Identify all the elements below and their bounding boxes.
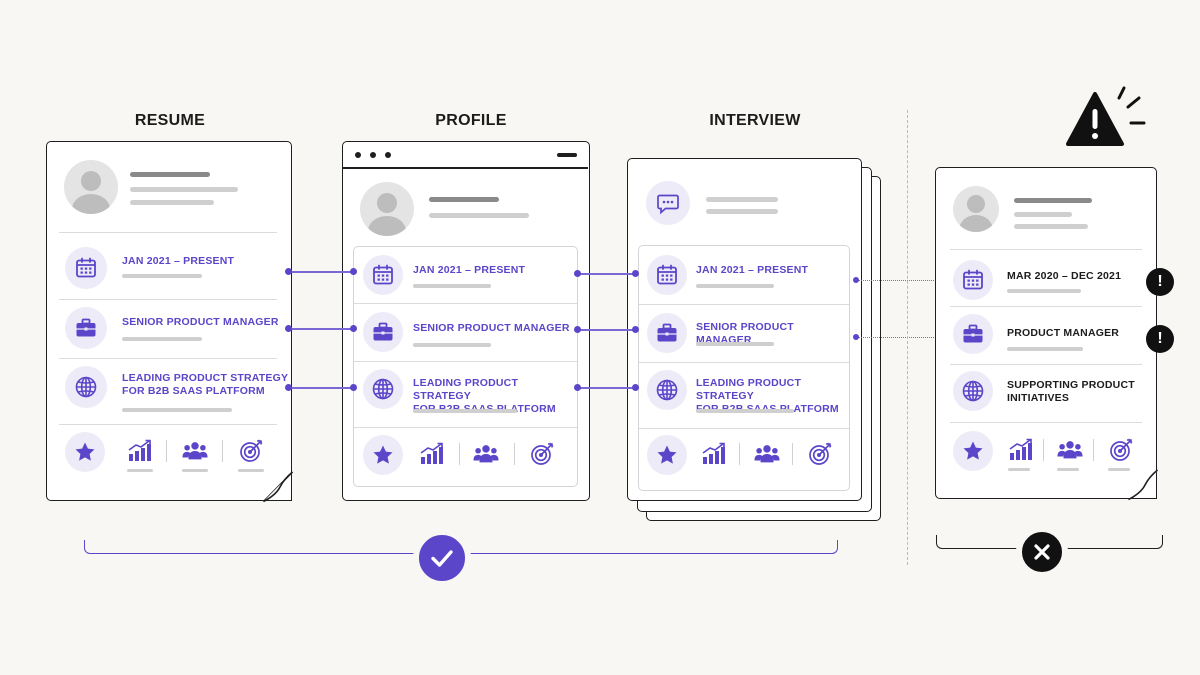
chat-bubble-icon (646, 181, 690, 225)
connector-description (578, 387, 636, 389)
separator (907, 110, 908, 565)
target-icon (806, 442, 834, 466)
mismatched-resume-document: MAR 2020 – DEC 2021 PRODUCT MANAGER SUPP… (935, 167, 1157, 499)
team-icon (1056, 438, 1084, 462)
growth-chart-icon (1007, 438, 1035, 462)
globe-icon (65, 366, 107, 408)
star-icon (65, 432, 105, 472)
role-description: SUPPORTING PRODUCT INITIATIVES (1007, 379, 1135, 404)
interview-document: JAN 2021 – PRESENT SENIOR PRODUCT MANAGE… (627, 158, 862, 501)
connector-title (578, 329, 636, 331)
date-range: JAN 2021 – PRESENT (122, 255, 235, 267)
date-range: JAN 2021 – PRESENT (413, 264, 526, 276)
team-icon (472, 442, 500, 466)
x-icon (1016, 526, 1068, 578)
resume-title: RESUME (134, 112, 206, 129)
growth-chart-icon (126, 439, 154, 463)
job-title: SENIOR PRODUCT MANAGER (413, 322, 570, 334)
date-range: JAN 2021 – PRESENT (696, 264, 809, 276)
calendar-icon (65, 247, 107, 289)
briefcase-icon (65, 307, 107, 349)
target-icon (1107, 438, 1135, 462)
growth-chart-icon (700, 442, 728, 466)
mismatch-flag-title: ! (1146, 325, 1174, 353)
avatar (64, 160, 118, 214)
interview-title: INTERVIEW (709, 112, 801, 129)
avatar (953, 186, 999, 232)
target-icon (528, 442, 556, 466)
date-range: MAR 2020 – DEC 2021 (1007, 270, 1122, 282)
avatar (360, 182, 414, 236)
resume-document: JAN 2021 – PRESENT SENIOR PRODUCT MANAGE… (46, 141, 292, 501)
folded-corner (262, 471, 294, 503)
connector-title (289, 328, 353, 330)
target-icon (237, 439, 265, 463)
warning-triangle-icon (1066, 86, 1146, 146)
connector-date (289, 271, 353, 273)
role-description: LEADING PRODUCT STRATEGY FOR B2B SAAS PL… (122, 372, 289, 397)
calendar-icon (953, 260, 993, 300)
profile-title: PROFILE (435, 112, 507, 129)
connector-date (578, 273, 636, 275)
globe-icon (647, 370, 687, 410)
folded-corner (1128, 469, 1159, 501)
globe-icon (953, 371, 993, 411)
team-icon (753, 442, 781, 466)
growth-chart-icon (418, 442, 446, 466)
star-icon (953, 431, 993, 471)
globe-icon (363, 369, 403, 409)
team-icon (181, 439, 209, 463)
job-title: PRODUCT MANAGER (1007, 327, 1120, 339)
connector-description (289, 387, 353, 389)
profile-window: JAN 2021 – PRESENT SENIOR PRODUCT MANAGE… (342, 141, 590, 501)
check-icon (413, 529, 471, 587)
mismatch-connector-date (858, 280, 946, 281)
calendar-icon (647, 255, 687, 295)
mismatch-connector-title (858, 337, 946, 338)
mismatch-flag-date: ! (1146, 268, 1174, 296)
briefcase-icon (647, 313, 687, 353)
briefcase-icon (363, 312, 403, 352)
star-icon (647, 435, 687, 475)
star-icon (363, 435, 403, 475)
briefcase-icon (953, 314, 993, 354)
job-title: SENIOR PRODUCT MANAGER (122, 316, 279, 328)
calendar-icon (363, 255, 403, 295)
